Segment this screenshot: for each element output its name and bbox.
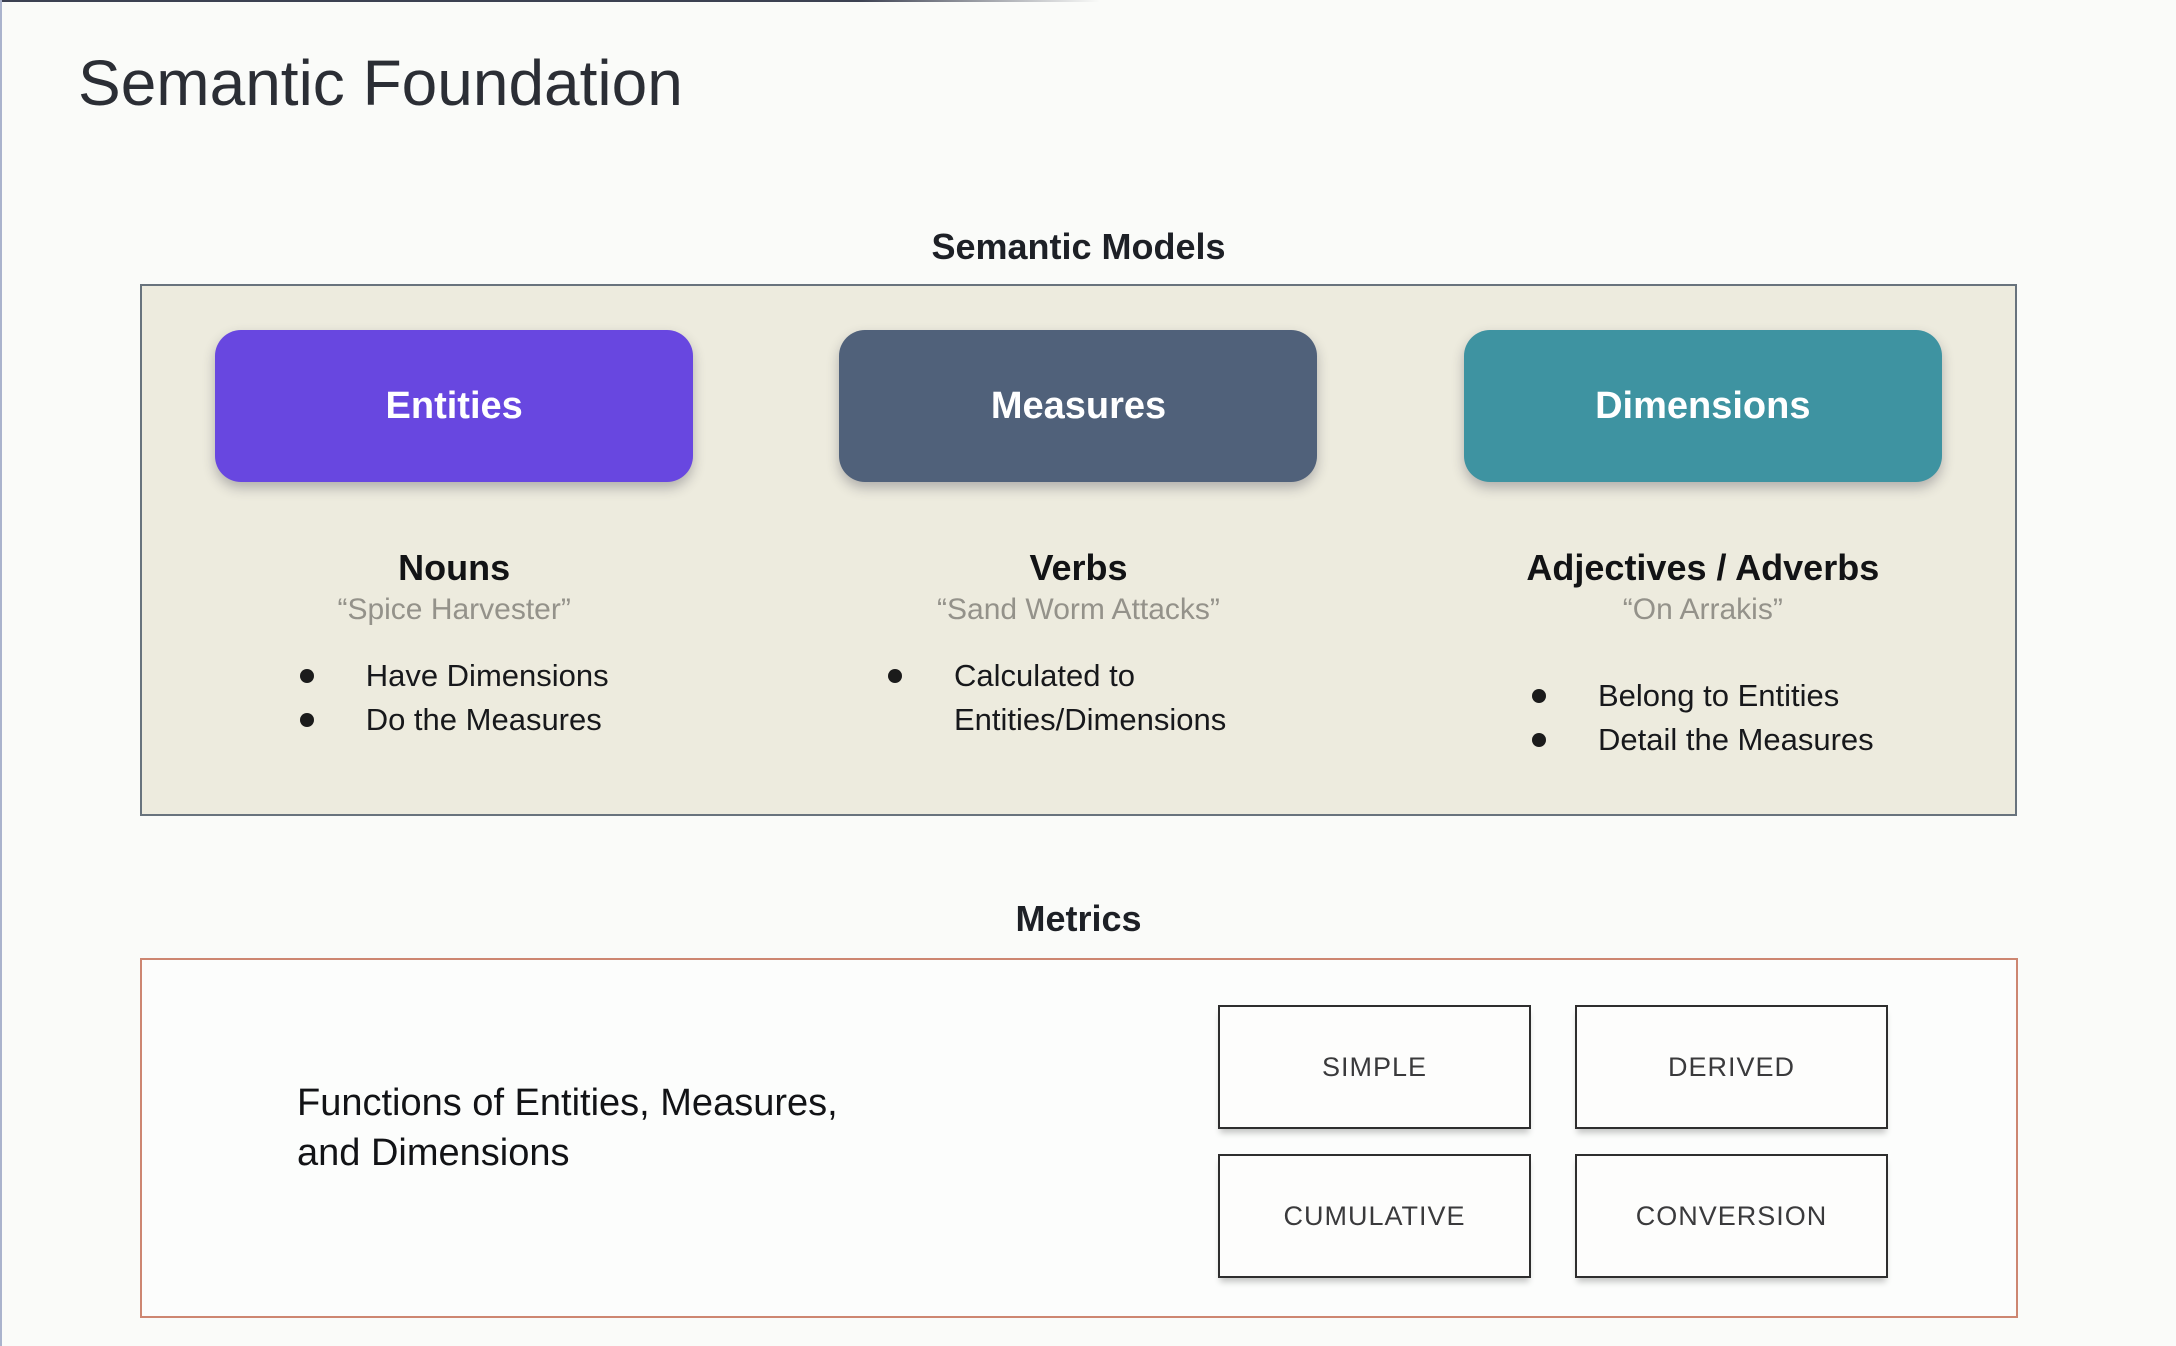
metrics-description: Functions of Entities, Measures, and Dim… (297, 1082, 838, 1174)
measures-column: Measures Verbs “Sand Worm Attacks” Calcu… (766, 286, 1390, 814)
metric-box-conversion: CONVERSION (1575, 1154, 1888, 1278)
metrics-panel: Functions of Entities, Measures, and Dim… (140, 958, 2018, 1318)
entities-pill: Entities (215, 330, 694, 482)
semantic-models-heading: Semantic Models (931, 226, 1226, 267)
measures-pill: Measures (839, 330, 1318, 482)
bullet-label: Have Dimensions (365, 658, 609, 693)
bullet-label: Belong to Entities (1597, 678, 1840, 713)
dimensions-column: Dimensions Adjectives / Adverbs “On Arra… (1391, 286, 2015, 814)
entities-column: Entities Nouns “Spice Harvester” Have Di… (142, 286, 766, 814)
metrics-heading: Metrics (1015, 898, 1142, 939)
window-top-edge (0, 0, 1100, 2)
list-item: Have Dimensions (299, 654, 609, 698)
measures-bullet-list: Calculated to Entities/Dimensions (887, 654, 1269, 742)
bullet-icon (299, 713, 314, 727)
dimensions-example-quote: “On Arrakis” (1622, 593, 1783, 626)
metric-box-derived: DERIVED (1575, 1005, 1888, 1129)
dimensions-grammar-heading: Adjectives / Adverbs (1526, 547, 1880, 588)
dimensions-pill: Dimensions (1463, 330, 1942, 482)
list-item: Calculated to Entities/Dimensions (887, 654, 1269, 742)
bullet-label: Detail the Measures (1597, 722, 1874, 757)
entities-example-quote: “Spice Harvester” (337, 593, 571, 626)
metric-box-simple: SIMPLE (1218, 1005, 1531, 1129)
window-left-edge (0, 0, 2, 1346)
bullet-label: Calculated to Entities/Dimensions (953, 658, 1227, 737)
metric-types-grid: SIMPLE DERIVED CUMULATIVE CONVERSION (1218, 1005, 1888, 1278)
bullet-label: Do the Measures (365, 702, 602, 737)
bullet-icon (1531, 733, 1546, 747)
bullet-icon (1531, 689, 1546, 703)
list-item: Detail the Measures (1531, 718, 1874, 762)
bullet-icon (887, 669, 902, 683)
page-title: Semantic Foundation (78, 47, 683, 119)
metric-box-cumulative: CUMULATIVE (1218, 1154, 1531, 1278)
dimensions-bullet-list: Belong to Entities Detail the Measures (1531, 674, 1874, 762)
entities-grammar-heading: Nouns (398, 547, 511, 588)
list-item: Belong to Entities (1531, 674, 1874, 718)
list-item: Do the Measures (299, 698, 609, 742)
measures-grammar-heading: Verbs (1029, 547, 1128, 588)
bullet-icon (299, 669, 314, 683)
semantic-models-panel: Entities Nouns “Spice Harvester” Have Di… (140, 284, 2017, 816)
measures-example-quote: “Sand Worm Attacks” (937, 593, 1220, 626)
entities-bullet-list: Have Dimensions Do the Measures (299, 654, 609, 742)
